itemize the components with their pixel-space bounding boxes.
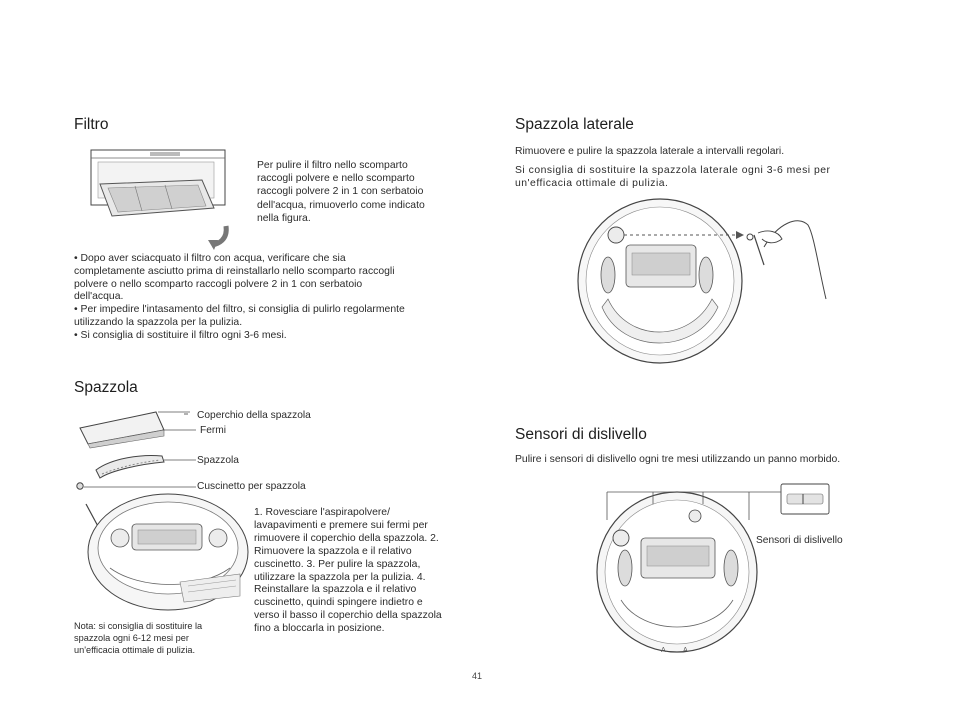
cliff-sensors-illustration: A A — [596, 483, 830, 654]
filtro-bullet: • Si consiglia di sostituire il filtro o… — [74, 329, 287, 341]
spazzola-laterale-title: Spazzola laterale — [515, 116, 634, 133]
filtro-bullets: • Dopo aver sciacquato il filtro con acq… — [74, 253, 409, 343]
spazzola-title: Spazzola — [74, 379, 138, 396]
sensori-text: Pulire i sensori di dislivello ogni tre … — [515, 454, 841, 465]
spazzola-laterale-line2: Si consiglia di sostituire la spazzola l… — [515, 165, 831, 190]
label-brush-cover: Coperchio della spazzola — [197, 410, 311, 421]
sensori-title: Sensori di dislivello — [515, 426, 647, 443]
filtro-bullet: • Dopo aver sciacquato il filtro con acq… — [74, 253, 395, 303]
filtro-title: Filtro — [74, 116, 109, 133]
spazzola-steps: 1. Rovesciare l'aspirapolvere/ lavapavim… — [254, 507, 442, 635]
label-cliff-sensors: Sensori di dislivello — [756, 535, 843, 546]
label-brush-bearing: Cuscinetto per spazzola — [197, 481, 306, 492]
spazzola-laterale-line1: Rimuovere e pulire la spazzola laterale … — [515, 146, 785, 157]
svg-text:A: A — [661, 647, 666, 654]
side-brush-removal-illustration — [577, 198, 827, 364]
brush-parts-illustration — [76, 411, 196, 490]
svg-text:A: A — [683, 647, 688, 654]
filtro-bullet: • Per impedire l'intasamento del filtro,… — [74, 304, 405, 328]
page-number: 41 — [472, 671, 483, 681]
filter-removal-illustration — [90, 149, 229, 250]
label-brush: Spazzola — [197, 455, 239, 466]
robot-underside-illustration — [85, 493, 249, 611]
spazzola-note: Nota: si consiglia di sostituire la spaz… — [74, 621, 203, 656]
filtro-caption: Per pulire il filtro nello scomparto rac… — [257, 160, 425, 224]
label-latches: Fermi — [200, 425, 227, 436]
